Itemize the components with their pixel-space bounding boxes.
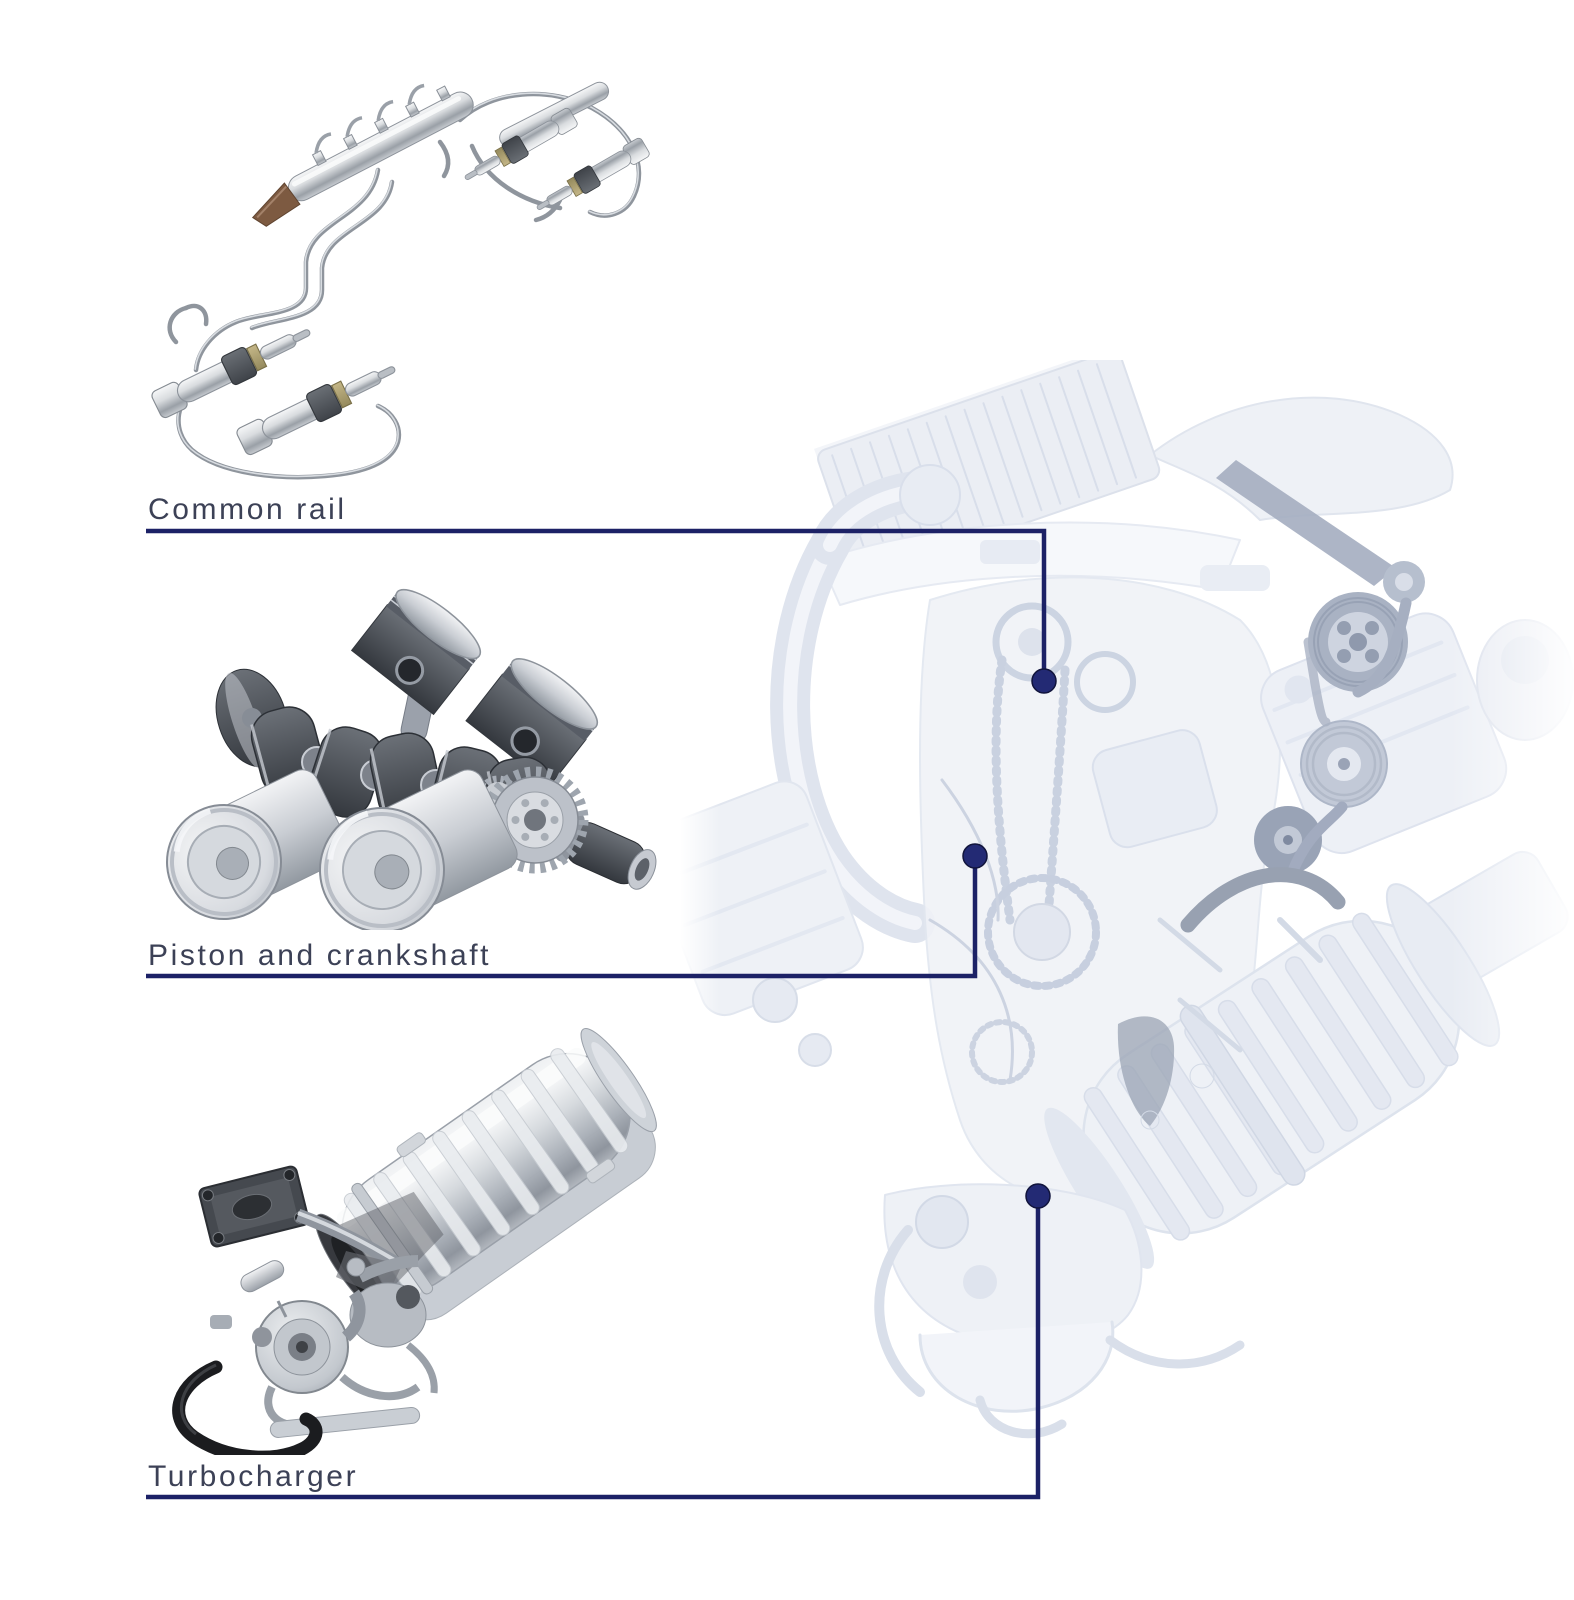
rail-ports (311, 85, 451, 167)
engine-sensor-block (980, 540, 1040, 564)
wastegate-actuator (240, 1260, 285, 1293)
injector-lower-1 (149, 317, 317, 421)
engine-injection-pump (1091, 729, 1218, 849)
engine-pulley-cluster (1254, 561, 1425, 879)
common-rail-illustration (149, 81, 652, 480)
engine-fade-right (1450, 360, 1574, 1600)
label-common-rail: Common rail (148, 493, 347, 526)
engine-fade-bottom (680, 1440, 1574, 1600)
engine-timing-drive (969, 602, 1136, 1085)
injector-upper-1 (459, 105, 580, 189)
rail-nozzle-tip (251, 182, 301, 227)
engine-sensor-block-2 (1200, 565, 1270, 591)
engine-belt-upper (1216, 460, 1396, 586)
turbo-fitting (346, 1257, 366, 1277)
engine-idler-small (963, 1265, 997, 1299)
label-turbocharger: Turbocharger (148, 1460, 359, 1493)
turbo-bolt (252, 1327, 272, 1347)
fuel-pipes-highlight (176, 92, 639, 478)
label-piston-crankshaft: Piston and crankshaft (148, 939, 492, 972)
engine-coolant-hose (1180, 867, 1346, 933)
exhaust-flange (198, 1165, 310, 1248)
engine-ghost-group (680, 360, 1574, 1439)
engine-throttle-body (899, 464, 961, 526)
turbo-tab (210, 1315, 232, 1329)
fuel-rail (251, 83, 474, 227)
piston-crankshaft-illustration (166, 588, 657, 930)
engine-left-pulley-small (798, 1033, 832, 1067)
engine-ghost-illustration (680, 360, 1574, 1600)
fuel-pipes (167, 91, 642, 480)
engine-mount-dark (1117, 1016, 1175, 1126)
piston-top-1 (350, 588, 482, 716)
engine-oil-pan-lower (918, 1320, 1115, 1413)
turbocharger-illustration (172, 1028, 657, 1455)
engine-intake-plenum (1149, 396, 1454, 521)
engine-crank-pulley (915, 1195, 969, 1249)
rail-branch-pipes (314, 83, 425, 154)
timing-gear (481, 766, 589, 874)
turbo-bracket (269, 1406, 421, 1438)
engine-left-pulley (752, 977, 798, 1023)
